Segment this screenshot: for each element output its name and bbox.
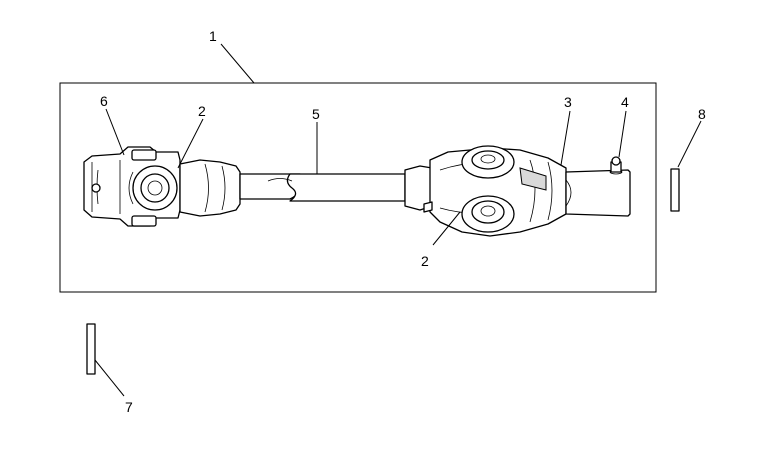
shaft-tube [239, 173, 406, 202]
callout-3: 3 [564, 94, 572, 110]
callout-2-rear: 2 [421, 253, 429, 269]
callout-4: 4 [621, 94, 629, 110]
callout-2-front: 2 [198, 103, 206, 119]
callout-6: 6 [100, 93, 108, 109]
callout-5: 5 [312, 106, 320, 122]
assembly-frame [59, 82, 657, 293]
callout-8: 8 [698, 106, 706, 122]
callout-7: 7 [125, 399, 133, 415]
rear-yoke-assembly [404, 145, 631, 237]
callout-1: 1 [209, 28, 217, 44]
part-7-spacer [86, 323, 96, 375]
part-8-spacer [670, 168, 680, 212]
leader-lines [94, 43, 702, 397]
front-yoke-assembly [83, 146, 241, 227]
